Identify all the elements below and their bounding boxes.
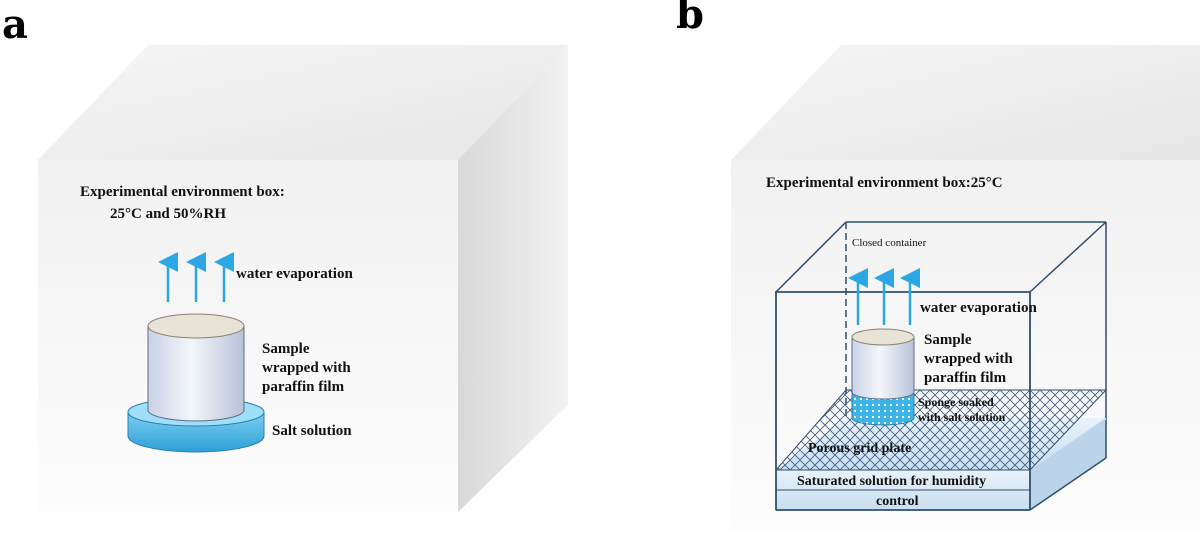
sponge <box>851 391 915 426</box>
environment-box-a <box>38 45 568 512</box>
evaporation-arrows-a <box>158 252 234 302</box>
salt-label: Salt solution <box>272 423 352 439</box>
sample-label-b-line1: Sample <box>924 332 972 348</box>
sample-label-a-line3: paraffin film <box>262 379 345 395</box>
panel-a-letter: a <box>2 1 28 48</box>
sponge-label-line2: with salt solution <box>918 410 1006 424</box>
box-side-a <box>458 45 568 512</box>
box-top-b <box>731 45 1200 160</box>
box-front-a <box>38 160 458 512</box>
sample-label-b-line3: paraffin film <box>924 370 1007 386</box>
box-title-b: Experimental environment box:25°C <box>766 175 1003 191</box>
evaporation-arrows-b <box>848 268 920 325</box>
box-title-a-line1: Experimental environment box: <box>80 184 285 200</box>
panel-b: b Experimental environment box:25°C <box>676 0 1200 532</box>
sample-label-a-line2: wrapped with <box>262 360 351 376</box>
sponge-label-line1: Sponge soaked <box>918 395 994 409</box>
grid-plate-label: Porous grid plate <box>808 441 911 456</box>
container-label: Closed container <box>852 237 927 249</box>
sample-cylinder-b <box>851 328 915 400</box>
sample-cylinder-a <box>147 313 245 422</box>
panel-a: a Experimental environment box: 25°C and… <box>2 1 568 512</box>
evaporation-label-a: water evaporation <box>236 266 353 282</box>
solution-label-line1: Saturated solution for humidity <box>797 474 986 489</box>
evaporation-label-b: water evaporation <box>920 300 1037 316</box>
sample-label-a-line1: Sample <box>262 341 310 357</box>
box-title-a-line2: 25°C and 50%RH <box>110 206 226 222</box>
sample-label-b-line2: wrapped with <box>924 351 1013 367</box>
panel-b-letter: b <box>676 0 704 38</box>
box-top-a <box>38 45 568 160</box>
solution-label-line2: control <box>876 494 919 509</box>
